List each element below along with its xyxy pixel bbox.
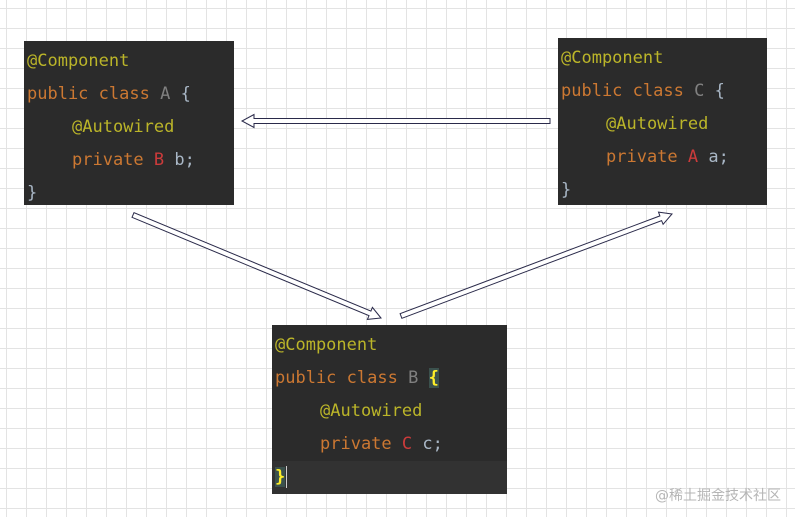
autowired-annotation: @Autowired [72, 117, 175, 137]
code-line: public class A { [24, 78, 234, 111]
code-line-current: } [272, 461, 507, 494]
autowired-annotation: @Autowired [320, 401, 423, 421]
code-line: @Component [558, 42, 767, 75]
close-brace: } [27, 183, 38, 203]
component-annotation: @Component [275, 335, 378, 355]
field-name: b [174, 150, 185, 170]
code-line: private C c; [272, 428, 507, 461]
field-name: c [422, 434, 433, 454]
close-brace-highlighted: } [275, 467, 286, 487]
field-type: B [153, 150, 165, 170]
autowired-annotation: @Autowired [606, 114, 709, 134]
public-keyword: public [561, 81, 623, 101]
arrow-a-to-b [131, 212, 382, 320]
code-line: } [558, 174, 767, 207]
class-keyword: class [346, 368, 398, 388]
code-line: public class B { [272, 362, 507, 395]
code-line: @Component [272, 329, 507, 362]
open-brace: { [714, 81, 725, 101]
private-keyword: private [606, 147, 678, 167]
arrow-shape [399, 211, 673, 319]
code-line: } [24, 177, 234, 210]
close-brace: } [561, 180, 572, 200]
public-keyword: public [27, 84, 89, 104]
code-line: @Component [24, 45, 234, 78]
private-keyword: private [72, 150, 144, 170]
class-name: C [694, 81, 705, 101]
class-name: A [160, 84, 171, 104]
class-keyword: class [632, 81, 684, 101]
public-keyword: public [275, 368, 337, 388]
arrow-b-to-c [399, 211, 673, 319]
open-brace: { [180, 84, 191, 104]
class-keyword: class [98, 84, 150, 104]
code-line: @Autowired [24, 111, 234, 144]
class-name: B [408, 368, 419, 388]
semicolon: ; [184, 150, 195, 170]
class-b-code-block: @Component public class B { @Autowired p… [272, 325, 507, 494]
arrow-c-to-a [240, 113, 551, 129]
semicolon: ; [718, 147, 729, 167]
code-line: public class C { [558, 75, 767, 108]
field-name: a [708, 147, 719, 167]
arrow-shape [240, 113, 551, 129]
code-line: private A a; [558, 141, 767, 174]
component-annotation: @Component [561, 48, 664, 68]
semicolon: ; [432, 434, 443, 454]
watermark: @稀土掘金技术社区 [655, 488, 781, 504]
class-c-code-block: @Component public class C { @Autowired p… [558, 38, 767, 205]
class-a-code-block: @Component public class A { @Autowired p… [24, 41, 234, 205]
component-annotation: @Component [27, 51, 130, 71]
field-type: C [401, 434, 413, 454]
private-keyword: private [320, 434, 392, 454]
code-line: @Autowired [558, 108, 767, 141]
arrow-shape [131, 212, 382, 320]
code-line: private B b; [24, 144, 234, 177]
text-caret [286, 466, 288, 488]
open-brace-highlighted: { [428, 368, 439, 388]
code-line: @Autowired [272, 395, 507, 428]
field-type: A [687, 147, 699, 167]
